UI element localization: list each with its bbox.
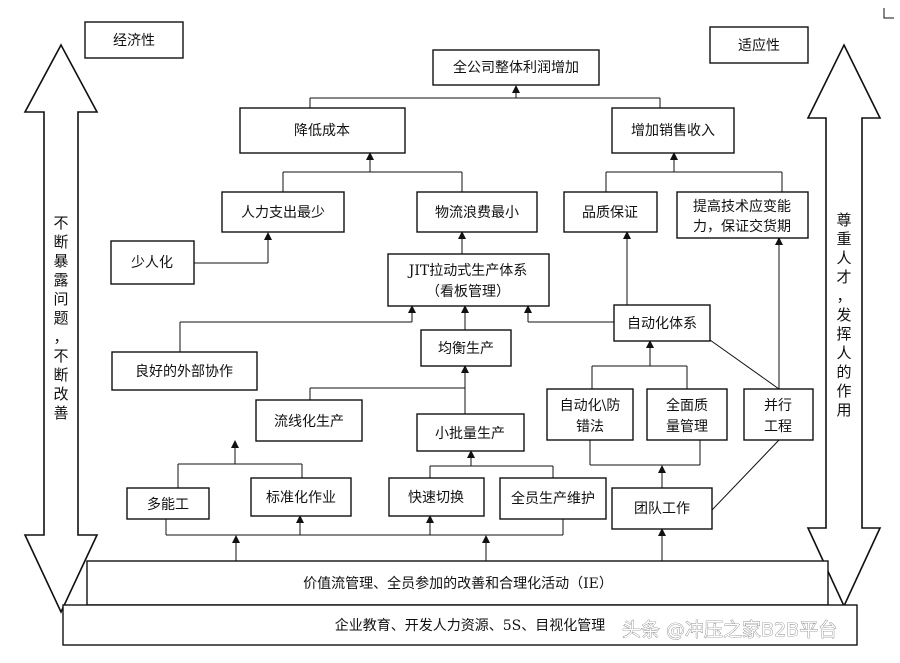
node-labor-cost: 人力支出最少 — [221, 191, 345, 233]
node-total-profit: 全公司整体利润增加 — [432, 49, 600, 86]
node-logistics-waste: 物流浪费最小 — [416, 191, 538, 233]
svg-text:自动化体系: 自动化体系 — [627, 316, 697, 332]
svg-text:自动化\防: 自动化\防 — [560, 398, 621, 414]
svg-text:增加销售收入: 增加销售收入 — [631, 123, 715, 139]
svg-text:企业教育、开发人力资源、5S、目视化管理: 企业教育、开发人力资源、5S、目视化管理 — [335, 617, 606, 634]
label-economy: 经济性 — [84, 21, 184, 59]
svg-text:，: ， — [836, 287, 851, 305]
node-fewer-people: 少人化 — [110, 240, 195, 285]
svg-text:价值流管理、全员参加的改善和合理化活动（IE）: 价值流管理、全员参加的改善和合理化活动（IE） — [303, 575, 613, 592]
node-increase-sales: 增加销售收入 — [611, 107, 735, 154]
svg-text:流线化生产: 流线化生产 — [274, 414, 344, 430]
svg-text:提高技术应变能: 提高技术应变能 — [693, 198, 791, 215]
svg-text:适应性: 适应性 — [738, 37, 780, 54]
svg-text:善: 善 — [53, 404, 68, 422]
node-automation-system: 自动化体系 — [613, 304, 711, 342]
svg-text:团队工作: 团队工作 — [634, 501, 690, 517]
node-concurrent-engineering: 并行 工程 — [743, 388, 814, 441]
svg-text:暴: 暴 — [53, 252, 68, 270]
node-tqm: 全面质 量管理 — [646, 388, 728, 441]
svg-text:用: 用 — [836, 401, 851, 419]
svg-text:人力支出最少: 人力支出最少 — [241, 205, 325, 221]
svg-text:题: 题 — [53, 309, 68, 327]
node-standard-work: 标准化作业 — [250, 477, 352, 517]
node-reduce-cost: 降低成本 — [239, 107, 406, 154]
node-small-batch: 小批量生产 — [416, 413, 525, 452]
svg-text:的: 的 — [836, 363, 851, 381]
svg-text:均衡生产: 均衡生产 — [438, 341, 494, 357]
svg-text:，: ， — [53, 328, 68, 346]
svg-text:全面质: 全面质 — [666, 397, 708, 414]
ie-bar: 价值流管理、全员参加的改善和合理化活动（IE） — [86, 560, 829, 606]
node-tpm: 全员生产维护 — [499, 477, 607, 520]
node-multi-skill: 多能工 — [126, 487, 210, 520]
left-double-arrow — [23, 43, 99, 614]
node-jit: JIT拉动式生产体系 （看板管理） — [387, 253, 550, 307]
svg-text:才: 才 — [836, 268, 851, 286]
left-arrow-text: 不 断 暴 露 问 题 ， 不 断 改 善 — [53, 214, 68, 422]
svg-text:量管理: 量管理 — [666, 419, 708, 435]
right-arrow-text: 尊 重 人 才 ， 发 挥 人 的 作 用 — [836, 211, 851, 419]
node-autonomation: 自动化\防 错法 — [546, 388, 634, 441]
svg-text:少人化: 少人化 — [131, 255, 173, 271]
node-leveled-production: 均衡生产 — [420, 329, 512, 367]
svg-text:不: 不 — [53, 347, 68, 365]
svg-text:不: 不 — [53, 214, 68, 232]
svg-text:作: 作 — [836, 382, 851, 400]
connectors — [165, 85, 783, 561]
svg-text:力，保证交货期: 力，保证交货期 — [693, 218, 791, 235]
svg-text:JIT拉动式生产体系: JIT拉动式生产体系 — [407, 263, 527, 279]
svg-text:降低成本: 降低成本 — [294, 123, 350, 139]
svg-text:人: 人 — [836, 344, 851, 362]
svg-text:全员生产维护: 全员生产维护 — [511, 490, 595, 507]
svg-text:小批量生产: 小批量生产 — [435, 426, 505, 442]
svg-text:断: 断 — [53, 233, 68, 251]
svg-text:快速切换: 快速切换 — [408, 489, 464, 506]
svg-text:标准化作业: 标准化作业 — [266, 490, 336, 506]
node-external-coop: 良好的外部协作 — [111, 351, 258, 391]
watermark-text: 头条 @冲压之家B2B平台 — [622, 619, 837, 641]
svg-text:良好的外部协作: 良好的外部协作 — [135, 364, 233, 380]
svg-text:露: 露 — [53, 271, 68, 289]
svg-text:（看板管理）: （看板管理） — [426, 284, 510, 300]
svg-text:重: 重 — [836, 230, 851, 248]
svg-text:改: 改 — [53, 385, 68, 403]
label-adaptability: 适应性 — [709, 26, 809, 64]
svg-text:全公司整体利润增加: 全公司整体利润增加 — [453, 59, 579, 76]
node-tech-adapt: 提高技术应变能 力，保证交货期 — [676, 191, 809, 239]
svg-text:尊: 尊 — [836, 211, 851, 229]
svg-text:发: 发 — [836, 306, 851, 324]
svg-text:挥: 挥 — [836, 325, 851, 343]
svg-text:多能工: 多能工 — [147, 496, 189, 513]
node-flow-production: 流线化生产 — [255, 399, 363, 442]
svg-text:错法: 错法 — [576, 419, 604, 435]
svg-text:人: 人 — [836, 249, 851, 267]
svg-text:工程: 工程 — [764, 419, 792, 435]
base-bar: 企业教育、开发人力资源、5S、目视化管理 — [62, 604, 858, 646]
svg-text:经济性: 经济性 — [113, 33, 155, 49]
svg-text:问: 问 — [53, 290, 68, 308]
svg-text:物流浪费最小: 物流浪费最小 — [435, 205, 519, 221]
corner-mark — [883, 8, 894, 19]
svg-text:并行: 并行 — [764, 398, 792, 414]
node-quick-changeover: 快速切换 — [388, 477, 485, 517]
node-quality: 品质保证 — [563, 191, 658, 233]
node-teamwork: 团队工作 — [611, 487, 713, 530]
svg-text:品质保证: 品质保证 — [582, 205, 638, 221]
svg-text:断: 断 — [53, 366, 68, 384]
